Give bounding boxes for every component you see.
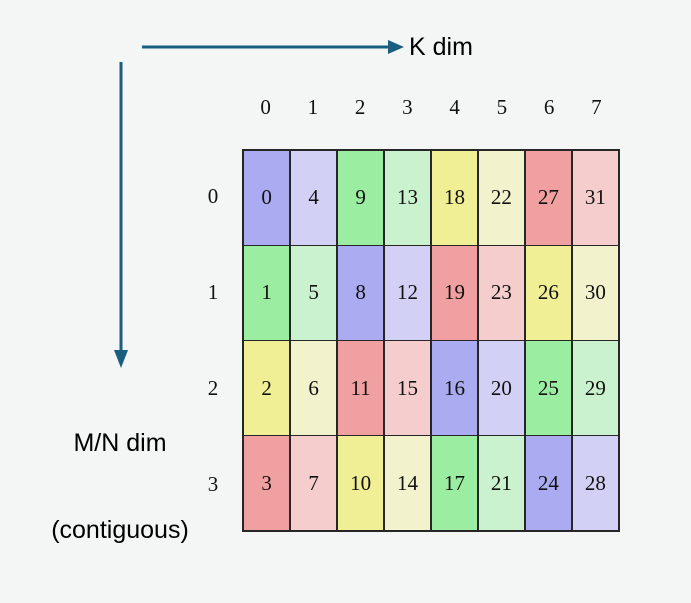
k-dim-arrow-icon	[142, 40, 404, 54]
matrix-cell: 0	[244, 151, 290, 245]
column-header: 3	[402, 95, 413, 119]
matrix-cell: 9	[337, 151, 384, 245]
matrix-cell: 14	[384, 436, 431, 530]
matrix-cell: 10	[337, 436, 384, 530]
matrix-cell: 31	[572, 151, 618, 245]
matrix-cell: 3	[244, 436, 290, 530]
matrix-cell: 19	[431, 246, 478, 340]
matrix-cell: 26	[525, 246, 572, 340]
column-header: 2	[354, 95, 366, 119]
matrix-cell: 15	[384, 341, 431, 435]
matrix-cell: 30	[572, 246, 618, 340]
column-header: 7	[591, 95, 602, 119]
column-header: 1	[307, 95, 319, 119]
row-header: 3	[207, 471, 219, 496]
matrix-cell: 20	[478, 341, 525, 435]
matrix-cell: 16	[431, 341, 478, 435]
matrix-cell: 18	[431, 151, 478, 245]
matrix-cell: 29	[572, 341, 618, 435]
mn-dim-arrow-icon	[114, 62, 128, 368]
matrix-cell: 8	[337, 246, 384, 340]
matrix-cell: 24	[525, 436, 572, 530]
mn-dim-label-line2: (contiguous)	[51, 516, 189, 544]
matrix-cell: 2	[244, 341, 290, 435]
column-header: 4	[449, 95, 460, 119]
matrix-cell: 5	[290, 246, 337, 340]
column-header: 6	[543, 95, 555, 119]
matrix-cell: 23	[478, 246, 525, 340]
row-header: 1	[207, 280, 219, 305]
matrix-cell: 27	[525, 151, 572, 245]
matrix-cell: 21	[478, 436, 525, 530]
mn-dim-label: M/N dim (contiguous)	[0, 371, 240, 603]
row-header: 2	[207, 375, 219, 400]
column-header: 0	[260, 95, 271, 119]
matrix-cell: 11	[337, 341, 384, 435]
k-dim-label: K dim	[409, 33, 473, 61]
matrix-cell: 25	[525, 341, 572, 435]
matrix-cell: 28	[572, 436, 618, 530]
row-header-column: 0 1 2 3	[196, 149, 230, 532]
matrix-cell: 4	[290, 151, 337, 245]
mn-dim-label-line1: M/N dim	[73, 429, 167, 457]
matrix-cell: 22	[478, 151, 525, 245]
column-header: 5	[496, 95, 508, 119]
matrix-cell: 7	[290, 436, 337, 530]
row-header: 0	[207, 184, 219, 209]
matrix-cell: 1	[244, 246, 290, 340]
column-header-row: 0 1 2 3 4 5 6 7	[242, 97, 620, 118]
matrix-cell: 6	[290, 341, 337, 435]
matrix-cell: 17	[431, 436, 478, 530]
matrix-cell: 12	[384, 246, 431, 340]
matrix-cell: 13	[384, 151, 431, 245]
